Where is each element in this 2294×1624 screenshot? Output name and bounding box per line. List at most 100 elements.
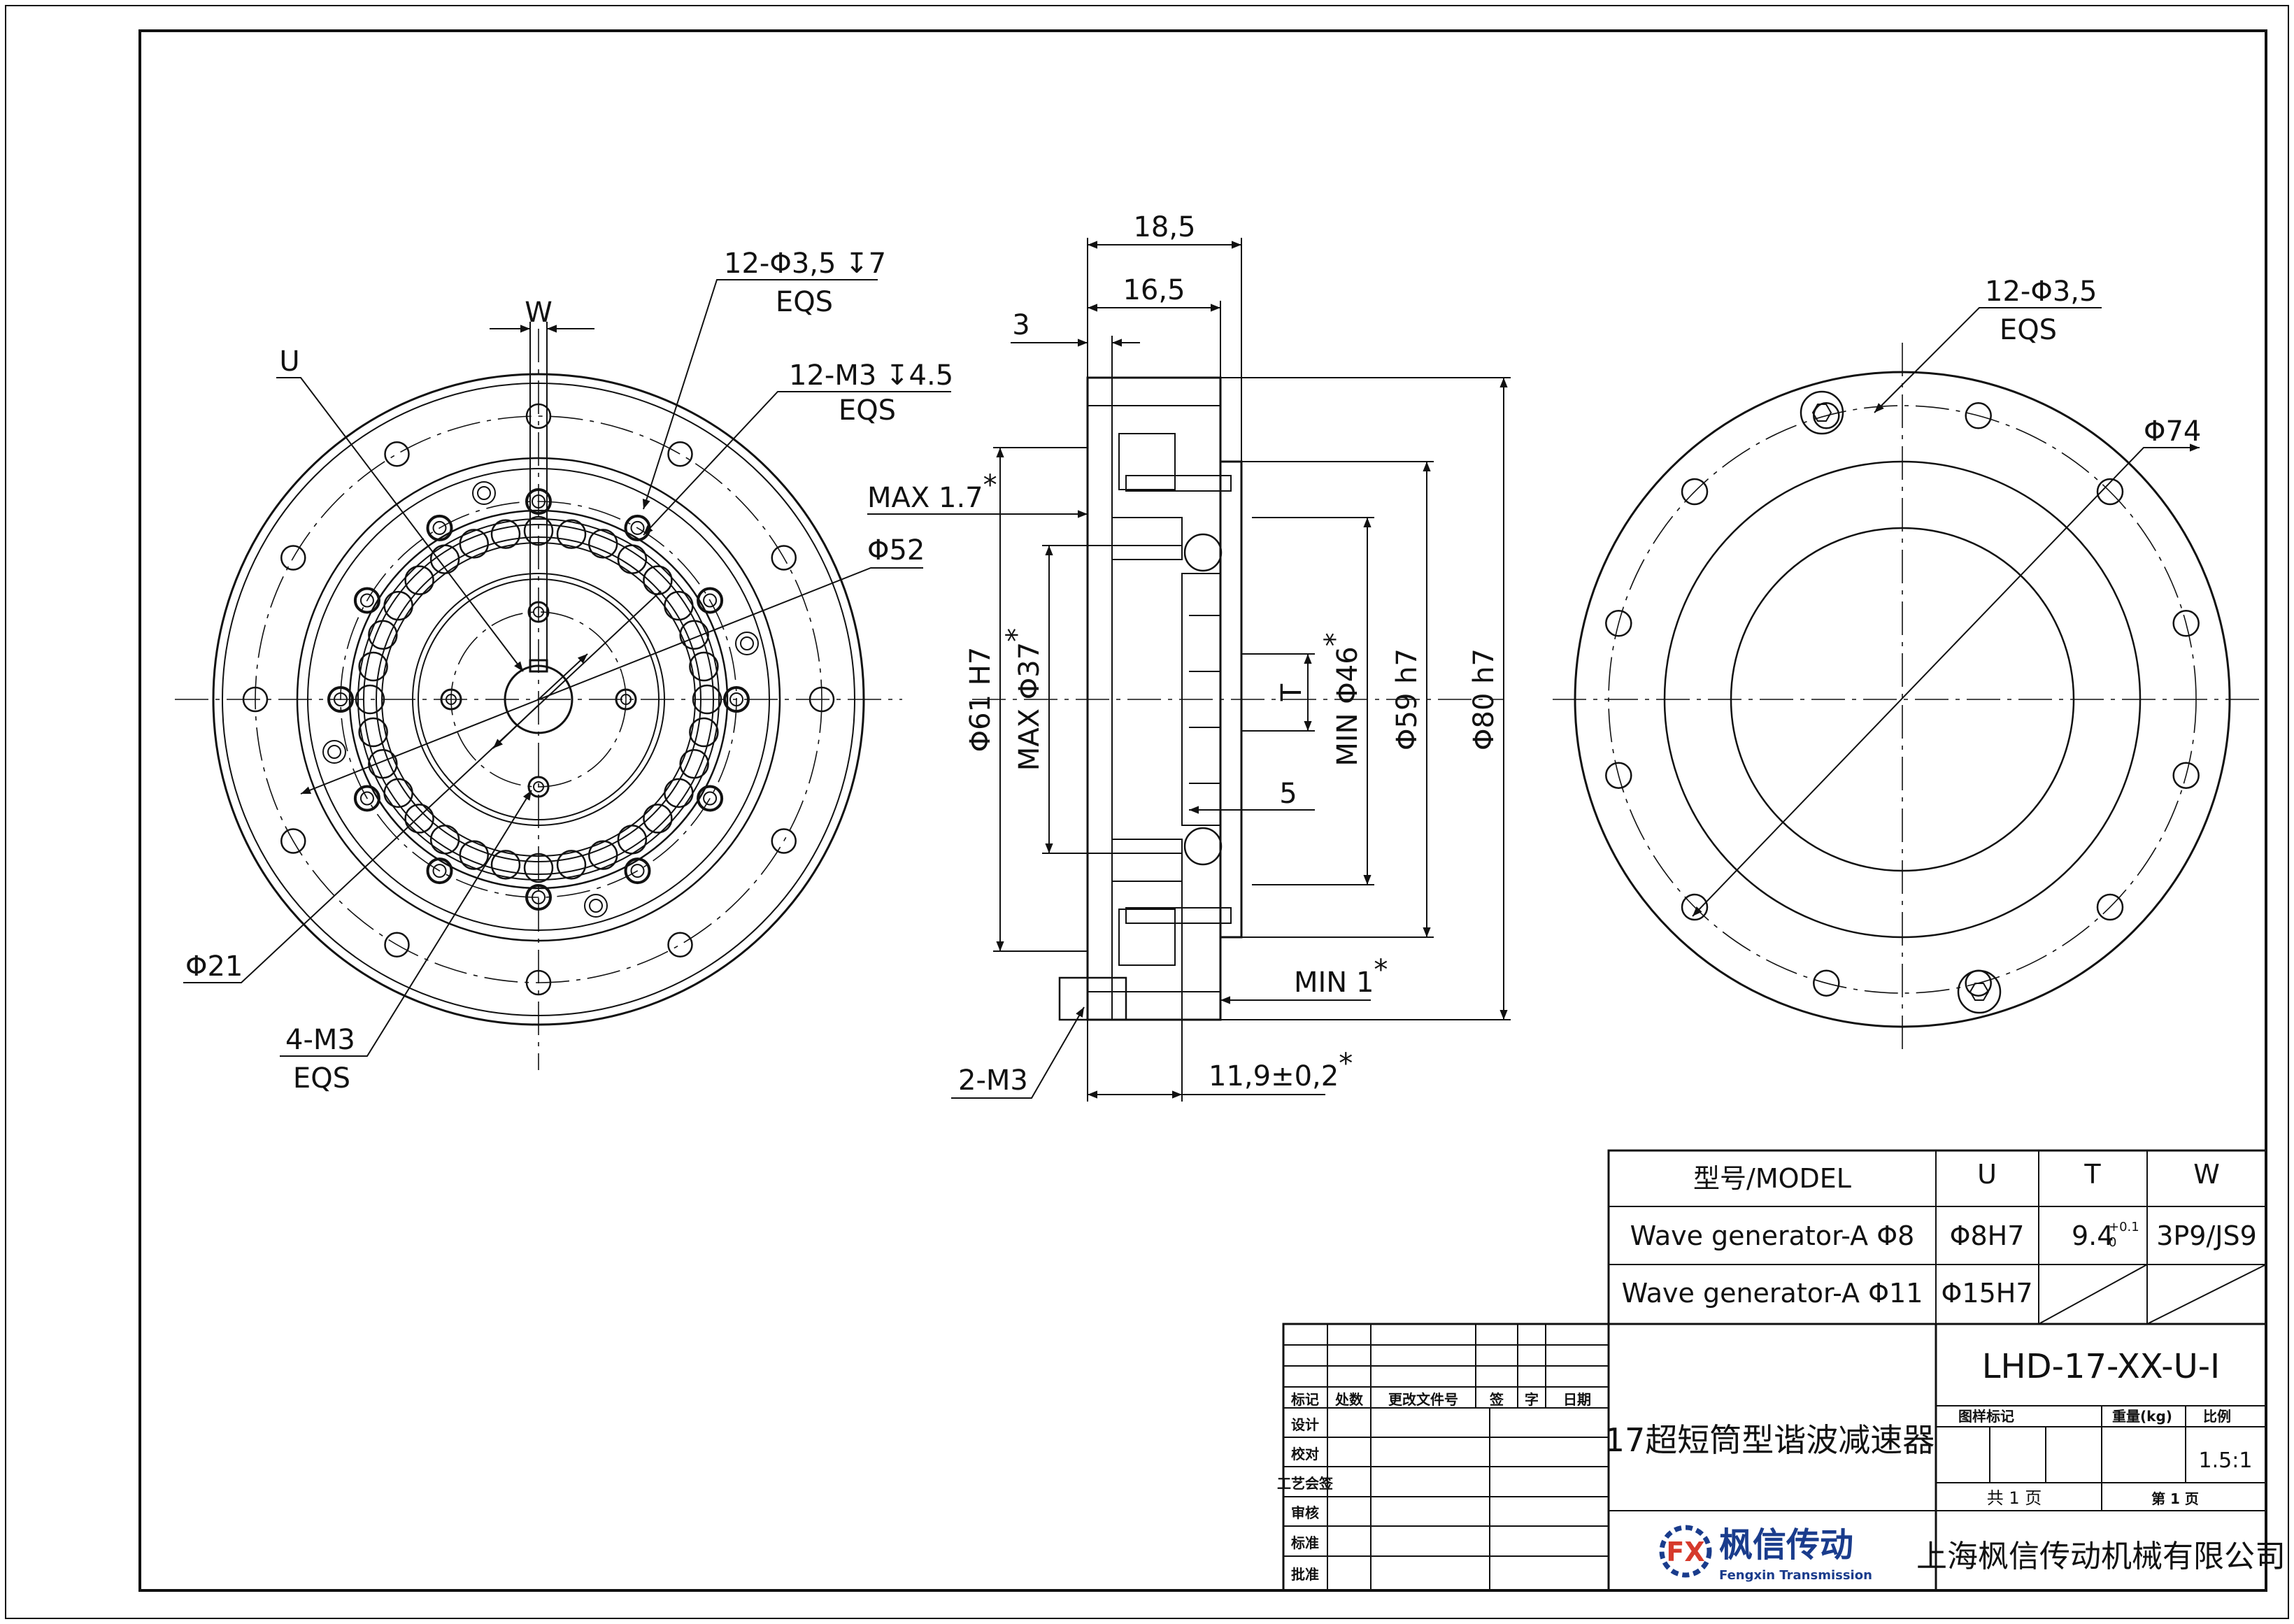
tap-2-label: 2-M3: [958, 1064, 1028, 1097]
rev-header-label: 标记: [1291, 1391, 1319, 1408]
scale-label: 比例: [2203, 1408, 2231, 1425]
sheet-number: 第 1 页: [2151, 1490, 2199, 1507]
tapped-hole-core: [334, 692, 348, 706]
bearing-roller: [368, 748, 398, 779]
bearing-roller: [643, 804, 673, 834]
product-name: 17超短筒型谐波减速器: [1604, 1421, 1935, 1459]
role-label: 标准: [1291, 1534, 1319, 1551]
tapped-hole: [426, 514, 453, 541]
tapped-hole-core: [359, 791, 374, 806]
company-name: 上海枫信传动机械有限公司: [1916, 1539, 2286, 1574]
logo-cn: 枫信传动: [1719, 1525, 1853, 1565]
through-hole: [384, 441, 410, 467]
logo-mark: FX: [1666, 1537, 1704, 1567]
hole-12-label: 12-Φ3,5 ↧7: [724, 248, 886, 280]
tapped-hole-core: [432, 520, 447, 535]
tapped-hole: [353, 587, 380, 614]
inner-tap: [440, 688, 462, 711]
bearing-roller: [617, 825, 648, 855]
through-hole: [771, 545, 797, 571]
tap-12-label: 12-M3 ↧4.5: [789, 359, 953, 392]
dim-18-5: 18,5: [1133, 211, 1195, 243]
spec-table: 型号/MODEL U T W Wave generator-A Φ8 Φ8H7 …: [1607, 1149, 2267, 1325]
tapped-hole-core: [532, 890, 546, 904]
dia-21-label: Φ21: [185, 950, 243, 983]
dim-5: 5: [1279, 778, 1297, 810]
spec-row1-t-upper: +0.1: [2109, 1220, 2139, 1234]
dia-59-label: Φ59 h7: [1391, 648, 1423, 750]
rev-header-label: 签: [1489, 1391, 1504, 1408]
part-number: LHD-17-XX-U-I: [1982, 1347, 2220, 1386]
bearing-roller: [689, 651, 719, 682]
bearing-roller: [664, 590, 694, 621]
through-hole: [280, 545, 306, 571]
bearing-roller: [358, 651, 388, 682]
through-hole: [525, 969, 552, 996]
tapped-hole-core: [630, 864, 645, 878]
bearing-roller: [679, 620, 709, 650]
role-label: 审核: [1291, 1504, 1319, 1521]
bearing-roller: [459, 529, 490, 559]
dia-46-label: MIN Φ46*: [1319, 632, 1364, 766]
through-hole: [280, 828, 306, 854]
bearing-roller: [523, 853, 554, 883]
spec-row1-w: 3P9/JS9: [2156, 1220, 2257, 1251]
spec-row1-model: Wave generator-A Φ8: [1630, 1220, 1915, 1251]
tapped-hole-core: [703, 593, 718, 608]
sheet-border: [5, 5, 2289, 1619]
bearing-roller: [587, 529, 618, 559]
stage-label: 图样标记: [1958, 1408, 2014, 1425]
inner-tap: [527, 776, 550, 798]
through-hole: [384, 932, 410, 957]
spec-row1-t-lower: 0: [2109, 1235, 2116, 1250]
spec-row2-model: Wave generator-A Φ11: [1622, 1278, 1923, 1309]
w-label: W: [525, 297, 553, 329]
dia-80-label: Φ80 h7: [1468, 648, 1500, 750]
tapped-hole-core: [432, 864, 447, 878]
bearing-roller: [429, 825, 460, 855]
tapped-hole-core: [359, 593, 374, 608]
bearing-roller: [692, 684, 722, 715]
bearing-roller: [355, 684, 385, 715]
spec-row1-u: Φ8H7: [1950, 1220, 2025, 1251]
through-hole: [667, 932, 693, 957]
tapped-hole: [327, 686, 354, 713]
inner-tap: [527, 601, 550, 623]
tap-4-label: 4-M3: [285, 1024, 355, 1056]
spec-header-t: T: [2083, 1159, 2101, 1190]
inner-tap: [615, 688, 637, 711]
bearing-roller: [587, 840, 618, 870]
dia-52-label: Φ52: [867, 534, 925, 567]
spec-header-u: U: [1977, 1159, 1997, 1190]
rear-hole: [1965, 402, 1992, 429]
bearing-roller: [368, 620, 398, 650]
inner-tap-core: [533, 781, 544, 792]
sheets-total: 共 1 页: [1987, 1488, 2042, 1508]
bearing-roller: [490, 850, 521, 880]
tapped-hole: [697, 587, 724, 614]
bearing-roller: [404, 804, 434, 834]
spec-row2-u: Φ15H7: [1941, 1278, 2032, 1309]
through-hole: [808, 686, 835, 713]
tapped-hole: [624, 857, 651, 885]
scale-value: 1.5:1: [2199, 1448, 2253, 1473]
bearing-roller: [429, 544, 460, 574]
through-hole: [525, 403, 552, 429]
bearing-roller: [459, 840, 490, 870]
spec-row1-t: 9.4: [2072, 1220, 2114, 1251]
tapped-hole: [723, 686, 750, 713]
bearing-roller: [664, 778, 694, 809]
rear-hole: [1605, 610, 1632, 637]
hole-12-eqs: EQS: [776, 286, 833, 318]
tap-4-eqs: EQS: [293, 1062, 350, 1095]
min-1-label: MIN 1*: [1294, 954, 1388, 999]
role-label: 设计: [1291, 1416, 1319, 1433]
role-label: 工艺会签: [1277, 1475, 1334, 1492]
rear-hole: [1813, 402, 1840, 429]
drawing-frame: [138, 29, 2267, 1592]
dim-3: 3: [1012, 309, 1030, 341]
tapped-hole: [426, 857, 453, 885]
rev-header-label: 日期: [1563, 1391, 1591, 1408]
bearing-roller: [404, 565, 434, 595]
dim-11-9: 11,9±0,2*: [1209, 1048, 1353, 1092]
